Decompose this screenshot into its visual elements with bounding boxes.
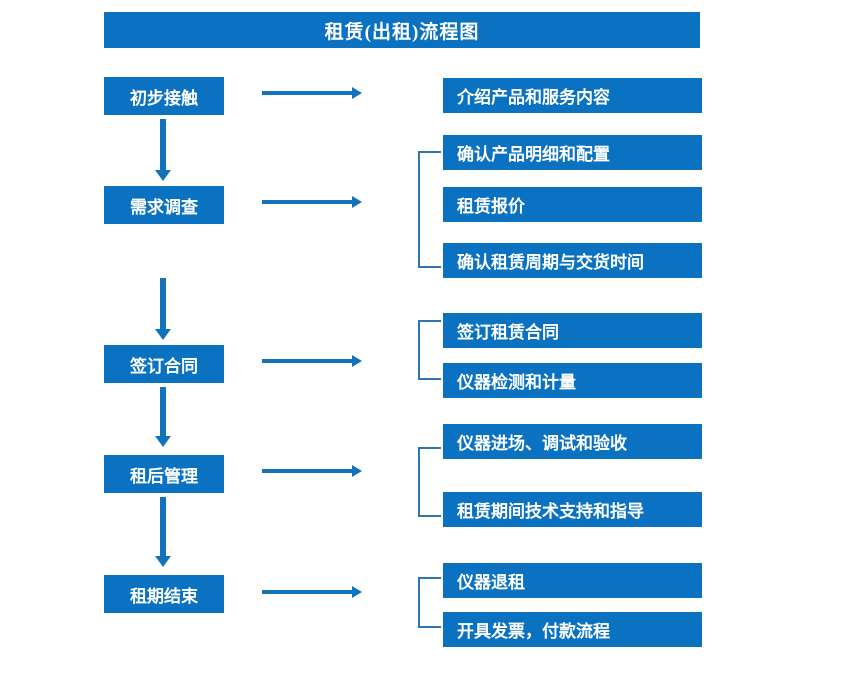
diagram-title: 租赁(出租)流程图 bbox=[104, 12, 700, 48]
arrow-stem bbox=[262, 469, 353, 473]
arrow-stem bbox=[160, 278, 166, 330]
arrow-right-1 bbox=[262, 87, 362, 99]
arrow-stem bbox=[262, 200, 353, 204]
bracket-connector-3 bbox=[418, 320, 441, 380]
arrow-stem bbox=[262, 590, 353, 594]
detail-node-1-1[interactable]: 介绍产品和服务内容 bbox=[443, 78, 702, 113]
detail-node-5-2[interactable]: 开具发票，付款流程 bbox=[443, 612, 702, 647]
detail-node-2-3[interactable]: 确认租赁周期与交货时间 bbox=[443, 243, 702, 278]
stage-node-5[interactable]: 租期结束 bbox=[104, 575, 224, 613]
arrow-stem bbox=[160, 119, 166, 171]
arrow-right-5 bbox=[262, 586, 362, 598]
bracket-connector-5 bbox=[418, 577, 441, 628]
arrow-right-4 bbox=[262, 465, 362, 477]
arrow-stem bbox=[160, 497, 166, 557]
arrow-head bbox=[352, 87, 362, 99]
stage-node-1[interactable]: 初步接触 bbox=[104, 77, 224, 115]
arrow-head bbox=[155, 170, 171, 181]
arrow-down-1 bbox=[155, 119, 171, 181]
arrow-stem bbox=[262, 91, 353, 95]
detail-node-4-2[interactable]: 租赁期间技术支持和指导 bbox=[443, 492, 702, 527]
arrow-right-3 bbox=[262, 355, 362, 367]
arrow-head bbox=[352, 586, 362, 598]
detail-node-3-2[interactable]: 仪器检测和计量 bbox=[443, 363, 702, 398]
bracket-connector-4 bbox=[418, 447, 441, 517]
arrow-head bbox=[155, 556, 171, 567]
stage-node-3[interactable]: 签订合同 bbox=[104, 345, 224, 383]
bracket-connector-2 bbox=[418, 151, 441, 268]
detail-node-2-1[interactable]: 确认产品明细和配置 bbox=[443, 135, 702, 170]
arrow-head bbox=[352, 465, 362, 477]
arrow-down-4 bbox=[155, 497, 171, 567]
stage-node-4[interactable]: 租后管理 bbox=[104, 455, 224, 493]
arrow-head bbox=[155, 329, 171, 340]
stage-node-2[interactable]: 需求调查 bbox=[104, 186, 224, 224]
arrow-down-3 bbox=[155, 387, 171, 447]
arrow-right-2 bbox=[262, 196, 362, 208]
detail-node-5-1[interactable]: 仪器退租 bbox=[443, 563, 702, 598]
arrow-down-2 bbox=[155, 278, 171, 340]
detail-node-2-2[interactable]: 租赁报价 bbox=[443, 187, 702, 222]
arrow-head bbox=[155, 436, 171, 447]
arrow-stem bbox=[262, 359, 353, 363]
detail-node-3-1[interactable]: 签订租赁合同 bbox=[443, 313, 702, 348]
arrow-head bbox=[352, 355, 362, 367]
arrow-head bbox=[352, 196, 362, 208]
arrow-stem bbox=[160, 387, 166, 437]
detail-node-4-1[interactable]: 仪器进场、调试和验收 bbox=[443, 424, 702, 459]
